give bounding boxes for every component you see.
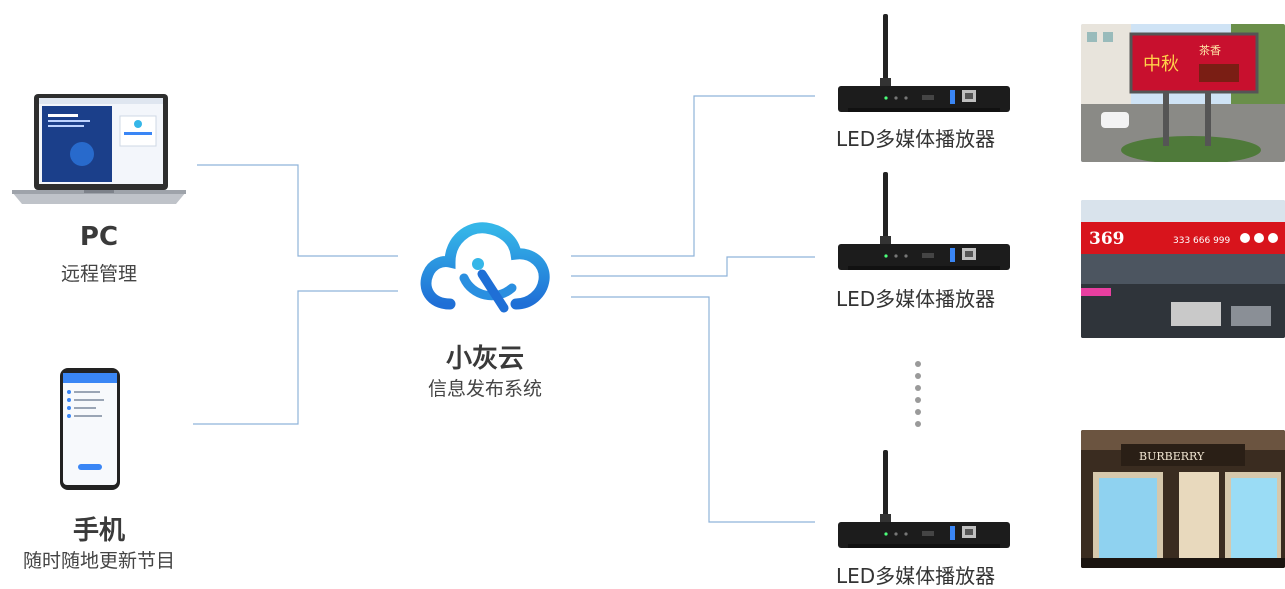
store-brand-text: BURBERRY (1139, 450, 1205, 463)
pc-subtitle: 远程管理 (60, 263, 137, 285)
billboard-sign-text: 中秋 (1143, 54, 1179, 75)
phone-icon (60, 368, 120, 490)
link-cloud-player-3 (571, 296, 815, 523)
store-window-photo: BURBERRY (1081, 430, 1285, 568)
cloud-title: 小灰云 (445, 344, 524, 374)
banner-phone: 333 666 999 (1173, 236, 1231, 246)
led-player-icon (838, 172, 1010, 272)
player-2-label: LED多媒体播放器 (836, 287, 996, 311)
link-pc-cloud (197, 164, 398, 257)
phone-title: 手机 (72, 516, 125, 546)
led-player-icon (838, 450, 1010, 550)
link-cloud-player-1 (571, 95, 815, 257)
billboard-photo: 中秋 茶香 (1081, 24, 1285, 162)
billboard-tag: 茶香 (1199, 44, 1221, 57)
link-cloud-player-2 (571, 256, 815, 277)
laptop-icon (12, 94, 186, 206)
cloud-logo-icon (420, 216, 550, 314)
banner-sign-text: 369 (1089, 229, 1125, 249)
storefront-banner-photo: 369 333 666 999 (1081, 200, 1285, 338)
cloud-subtitle: 信息发布系统 (427, 378, 542, 400)
led-player-icon (838, 14, 1010, 114)
link-phone-cloud (193, 290, 398, 425)
continuation-dots (912, 358, 924, 434)
pc-title: PC (79, 222, 119, 252)
player-3-label: LED多媒体播放器 (836, 564, 996, 588)
phone-subtitle: 随时随地更新节目 (22, 550, 175, 572)
player-1-label: LED多媒体播放器 (836, 127, 996, 151)
